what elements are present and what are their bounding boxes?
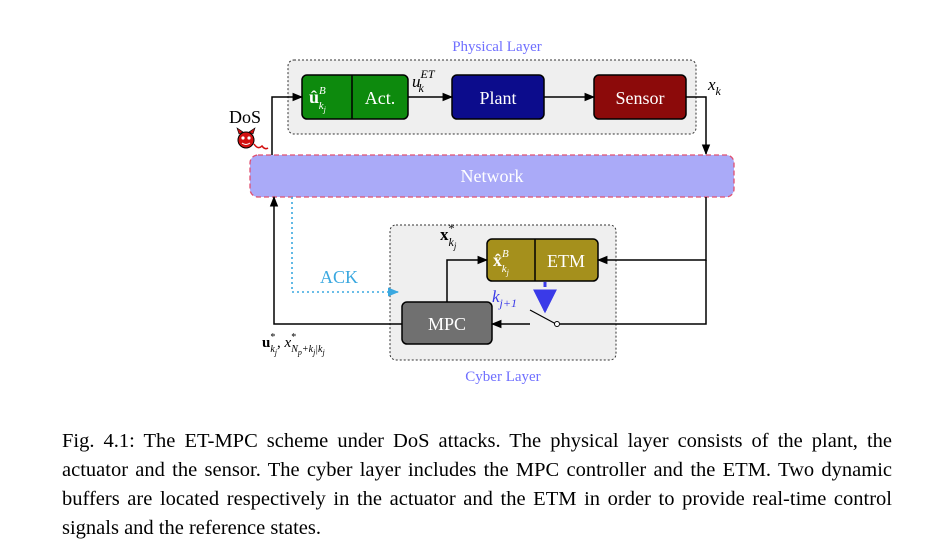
dos-label: DoS	[229, 107, 261, 127]
sensor-label: Sensor	[616, 88, 665, 108]
cyber-layer-title: Cyber Layer	[465, 369, 540, 385]
mpc-label: MPC	[428, 314, 466, 334]
x-star-label: x*kj	[440, 221, 457, 251]
arrow-sensor-to-network	[686, 96, 711, 156]
switch-icon	[529, 309, 560, 327]
k-next-label: kj+1	[492, 287, 517, 310]
arrow-network-to-switch	[560, 260, 707, 325]
etm-label: ETM	[547, 251, 585, 271]
figure-caption: Fig. 4.1: The ET-MPC scheme under DoS at…	[62, 430, 892, 539]
plant-label: Plant	[479, 88, 516, 108]
network-bar	[249, 154, 735, 198]
dos-devil-icon	[236, 127, 269, 150]
x-k-label: xk	[707, 75, 722, 98]
arrow-network-to-actuator	[271, 92, 304, 157]
ack-label: ACK	[320, 267, 358, 287]
ack-dotted-arrow	[291, 197, 400, 297]
arrow-mpc-to-network	[269, 195, 402, 325]
mpc-output-label: u*kj, x*Np+kj|kj	[262, 332, 325, 357]
actuator-label: Act.	[365, 88, 396, 108]
physical-layer-title: Physical Layer	[452, 39, 542, 55]
arrow-mpc-to-etm	[446, 255, 489, 302]
network-label: Network	[461, 166, 524, 186]
